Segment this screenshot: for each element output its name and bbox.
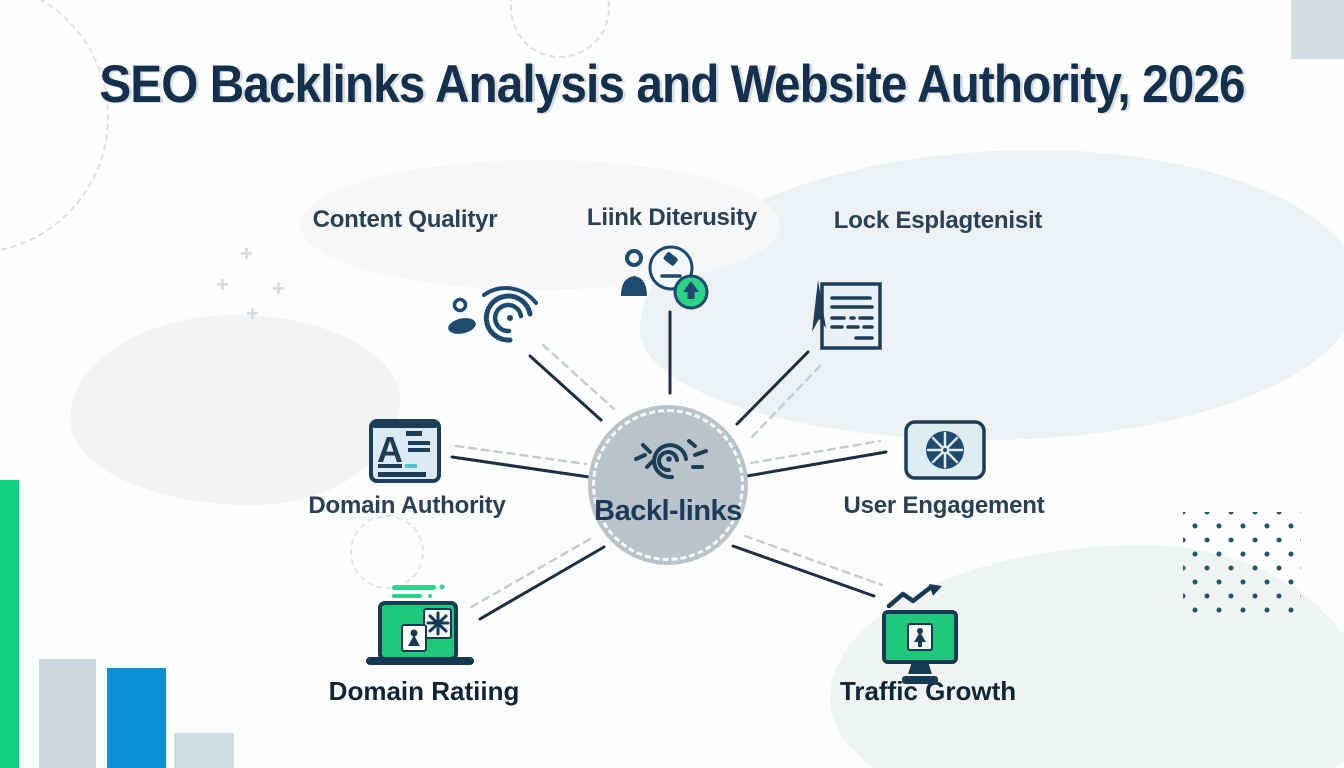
node-label-domain-rating: Domain Ratiing — [328, 676, 520, 706]
hub-dashed-ring — [592, 409, 744, 561]
plus-mark-decoration: + — [272, 276, 285, 301]
corner-bar-blue — [107, 668, 166, 768]
corner-square-decoration — [1291, 0, 1344, 59]
person-spiral-icon — [448, 286, 538, 343]
spoke-dashed-domain-rating — [466, 537, 592, 611]
laptop-analytics-icon — [366, 584, 474, 665]
page-title: SEO Backlinks Analysis and Website Autho… — [99, 55, 1245, 114]
spoke-user-engagement — [745, 450, 888, 478]
node-label-link-diversity: Liink Diterusity — [586, 204, 758, 231]
corner-bar-grey — [39, 659, 96, 768]
corner-bar-green — [0, 480, 19, 768]
dashed-circle-decoration — [350, 515, 424, 589]
document-upload-arrow-icon — [812, 280, 882, 350]
spoke-dashed-user-engagement — [749, 439, 882, 465]
hub-backlinks: Backl-links — [588, 405, 748, 565]
letter-a-report-icon: A — [369, 419, 441, 483]
spoke-domain-authority — [450, 455, 591, 479]
spoke-dashed-content-quality — [541, 343, 616, 411]
hub-label: Backl-links — [594, 495, 742, 527]
node-label-content-quality: Content Qualityr — [312, 206, 498, 233]
monitor-growth-arrow-icon — [882, 584, 958, 684]
dashed-circle-decoration — [0, 0, 109, 254]
plus-mark-decoration: + — [240, 241, 253, 266]
background-blob — [70, 315, 400, 505]
node-label-user-engagement: User Engagement — [843, 492, 1045, 519]
plus-mark-decoration: + — [246, 301, 259, 326]
dashed-circle-decoration — [510, 0, 610, 58]
spoke-content-quality — [528, 354, 603, 422]
spoke-dashed-traffic-growth — [743, 534, 884, 587]
plus-mark-decoration: + — [216, 272, 229, 297]
corner-bar-grey — [174, 733, 234, 768]
letter-a-glyph: A — [377, 429, 403, 470]
wheel-card-icon — [904, 420, 986, 480]
person-verify-badge-icon — [621, 245, 709, 310]
background-blob — [300, 160, 780, 290]
node-label-domain-authority: Domain Authority — [308, 492, 506, 519]
dot-grid-decoration — [1183, 512, 1301, 616]
spoke-dashed-domain-authority — [454, 444, 588, 466]
backlinks-spiral-icon — [634, 439, 708, 480]
spoke-traffic-growth — [731, 544, 876, 598]
node-label-lock-engagement: Lock Esplagtenisit — [833, 207, 1043, 234]
spoke-domain-rating — [478, 545, 606, 621]
